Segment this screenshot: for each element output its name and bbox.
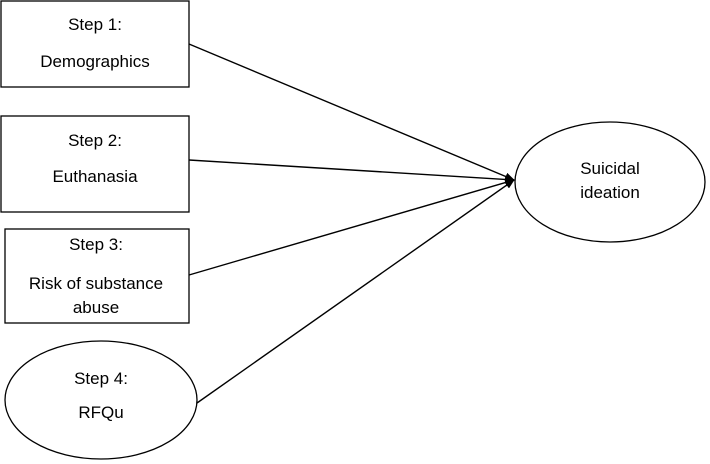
node-outcome-ellipse <box>514 121 706 243</box>
node-step3: Step 3: Risk of substance abuse <box>4 228 190 324</box>
edge-step1-to-outcome <box>188 43 515 181</box>
node-step4: Step 4: RFQu <box>4 340 198 460</box>
node-step2-line-1: Euthanasia <box>52 167 138 186</box>
edge-step4-to-outcome <box>196 179 515 404</box>
node-step3-box <box>4 228 190 324</box>
node-outcome-line-1: Suicidal <box>580 159 640 178</box>
node-step3-line-2: abuse <box>73 298 119 317</box>
node-step1-line-1: Demographics <box>40 52 150 71</box>
node-step3-label: Step 3: <box>69 235 123 254</box>
edges <box>188 43 515 404</box>
edge-step3-to-outcome <box>188 178 515 276</box>
node-step1: Step 1: Demographics <box>0 0 190 88</box>
node-step1-label: Step 1: <box>68 15 122 34</box>
node-step4-line-1: RFQu <box>78 403 123 422</box>
edge-step2-to-outcome <box>188 159 515 184</box>
node-step4-label: Step 4: <box>74 369 128 388</box>
node-step1-box <box>0 0 190 88</box>
node-step2: Step 2: Euthanasia <box>0 115 190 213</box>
node-step3-line-1: Risk of substance <box>29 274 163 293</box>
node-step2-label: Step 2: <box>68 131 122 150</box>
node-step2-box <box>0 115 190 213</box>
node-outcome: Suicidal ideation <box>514 121 706 243</box>
node-outcome-line-2: ideation <box>580 183 640 202</box>
node-step4-ellipse <box>4 340 198 460</box>
